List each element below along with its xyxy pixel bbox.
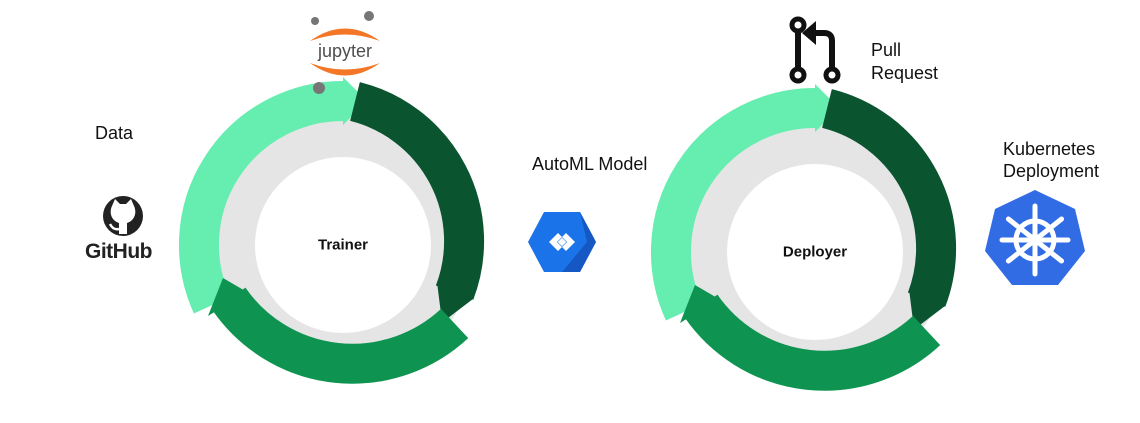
trainer-arrow-mid <box>208 278 247 316</box>
kubernetes-label: Kubernetes <box>1003 139 1096 159</box>
deployer-arc-light <box>650 88 816 321</box>
data-label: Data <box>95 123 134 143</box>
deployer-label: Deployer <box>782 243 848 261</box>
trainer-arc-dark <box>349 82 485 300</box>
jupyter-icon: jupyter <box>310 11 380 94</box>
automl-model-label: AutoML Model <box>532 154 648 174</box>
deployer-arrow-dark <box>909 289 946 330</box>
deployer-arc-dark <box>821 89 957 307</box>
automl-icon <box>528 212 596 272</box>
github-wordmark: GitHub <box>85 240 152 263</box>
kubernetes-icon <box>985 190 1085 285</box>
trainer-arc-light <box>178 81 344 314</box>
request-label: Request <box>871 63 939 83</box>
github-icon <box>103 196 143 236</box>
trainer-arrow-light <box>343 77 367 125</box>
deployer-arrow-mid <box>680 285 719 323</box>
pull-request-icon <box>789 16 841 84</box>
deployer-arrow-light <box>815 84 839 132</box>
deployment-label: Deployment <box>1003 161 1100 181</box>
jupyter-wordmark: jupyter <box>317 41 372 61</box>
trainer-arrow-dark <box>437 282 474 323</box>
trainer-label: Trainer <box>317 236 369 254</box>
deployer-arc-mid <box>684 294 941 391</box>
pull-label: Pull <box>871 40 902 60</box>
trainer-arc-mid <box>212 287 469 384</box>
